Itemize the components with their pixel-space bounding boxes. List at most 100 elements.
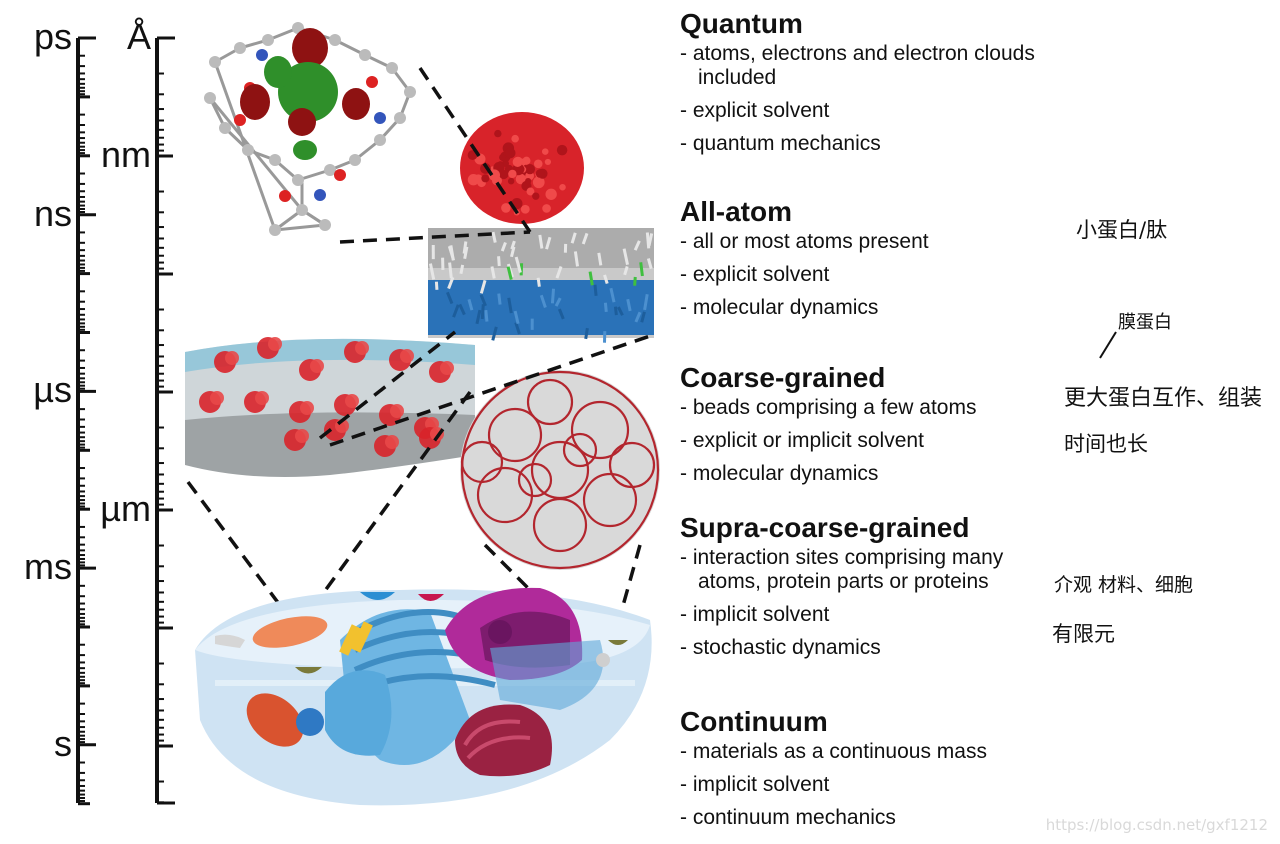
atom [324,164,336,176]
level-bullet: implicit solvent [680,603,1040,627]
residue [499,154,506,161]
lipid [626,298,632,312]
residue [494,129,502,138]
lipid [507,297,513,314]
lipid [479,279,487,294]
residue [524,163,536,175]
lipid [500,241,507,252]
cg-protein-bead [355,341,369,355]
time-axis-label: µs [33,369,72,411]
lipid [633,240,641,251]
length-axis-label: Å [126,16,151,57]
lipid [491,231,497,243]
lipid [484,309,489,322]
lipid [554,297,562,307]
lipid [458,303,466,316]
lipid [640,311,646,323]
cell-image [195,587,652,806]
atom [374,134,386,146]
cg-protein-bead [210,391,224,405]
level-bullet: stochastic dynamics [680,636,1040,660]
atom [404,86,416,98]
lipid [603,274,609,284]
level-bullet: atoms, electrons and electron clouds inc… [680,42,1060,90]
residue [520,204,530,214]
time-axis-label: ns [33,192,72,234]
atom [219,122,231,134]
vesicle-mesh-ring [526,378,574,426]
coarse-grained-membrane-image [185,337,475,478]
supra-coarse-grained-vesicle-image [460,370,660,570]
level-bullets: beads comprising a few atoms explicit or… [680,396,1060,486]
all-atom-membrane-image [428,112,654,343]
level-supra-coarse-grained: Supra-coarse-grained interaction sites c… [680,512,1040,669]
cg-protein-bead [345,394,359,408]
handwritten-note: 更大蛋白互作、组装 [1064,386,1263,411]
lipid [550,288,556,304]
residue [501,203,511,213]
residue [559,183,566,191]
lipid [557,308,565,320]
vesicle-mesh-ring [487,407,543,463]
lipid [536,277,541,287]
length-axis-label: µm [100,488,151,529]
level-bullets: interaction sites comprising many atoms,… [680,546,1040,660]
residue [515,173,527,185]
lipid [570,232,577,244]
level-bullet: molecular dynamics [680,462,1060,486]
lipid [479,294,487,307]
cg-protein-bead [255,391,269,405]
vesicle-mesh-ring [570,400,630,460]
lipid [545,236,552,250]
handwritten-note: 有限元 [1052,622,1115,646]
level-bullet: quantum mechanics [680,132,1060,156]
atom [204,92,216,104]
vesicle-mesh-ring [532,497,588,553]
zoom-lines [186,67,651,662]
level-bullet: molecular dynamics [680,296,1060,320]
residue [481,174,490,183]
cg-protein-bead [295,429,309,443]
residue [532,176,545,189]
lipid [639,262,644,277]
lipid [581,232,589,245]
lipid [622,248,629,265]
residue [533,159,543,169]
level-bullets: atoms, electrons and electron clouds inc… [680,42,1060,156]
cg-protein-bead [300,401,314,415]
cg-protein-bead [385,435,399,449]
lipid [514,256,522,273]
residue [505,147,516,159]
lipid [447,276,455,290]
vesicle-mesh-ring [517,462,553,498]
atom [262,34,274,46]
residue [545,188,557,200]
lipid [584,327,589,340]
lipid [634,311,642,323]
residue [508,169,517,179]
atom [394,112,406,124]
residue [532,192,540,200]
vesicle-mesh-ring [582,472,638,528]
atom [234,42,246,54]
atom [329,34,341,46]
level-coarse-grained: Coarse-grained beads comprising a few at… [680,362,1060,495]
level-title: Quantum [680,8,803,39]
residue [544,158,551,166]
level-bullet: materials as a continuous mass [680,740,1060,764]
residue [556,144,568,156]
lipid [480,304,485,320]
time-axis-label: ps [33,16,72,57]
cg-protein-bead [390,404,404,418]
level-title: Supra-coarse-grained [680,512,970,543]
lipid [452,304,460,318]
lipid [646,258,653,270]
lipid [645,232,651,249]
lipid [538,234,544,249]
residue [522,156,531,165]
vesicle-outline [460,370,660,570]
atom [296,204,308,216]
lipid [463,246,469,260]
atom [234,114,246,126]
